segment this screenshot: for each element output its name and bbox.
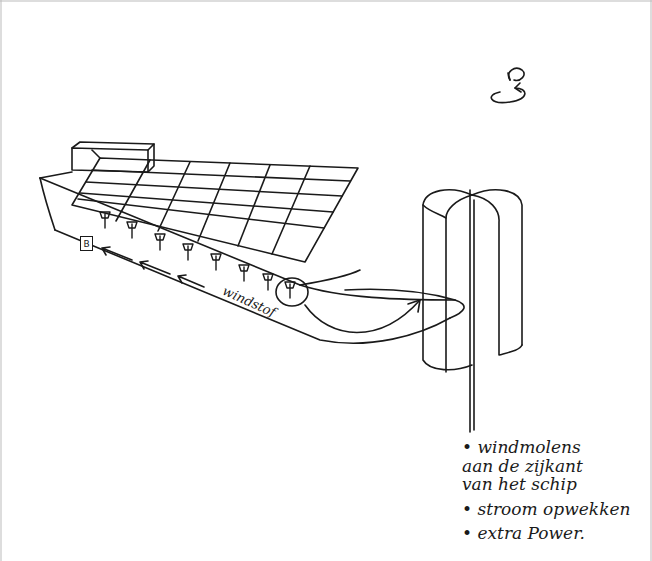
handwritten-note: • extra Power.	[462, 524, 632, 543]
box-letter: B	[83, 239, 89, 249]
handwritten-note: • stroom opwekken	[462, 500, 632, 519]
callout-note: windstof	[220, 284, 308, 334]
marked-box: B	[80, 236, 93, 251]
handwritten-note: • windmolens aan de zijkant van het schi…	[462, 438, 612, 494]
